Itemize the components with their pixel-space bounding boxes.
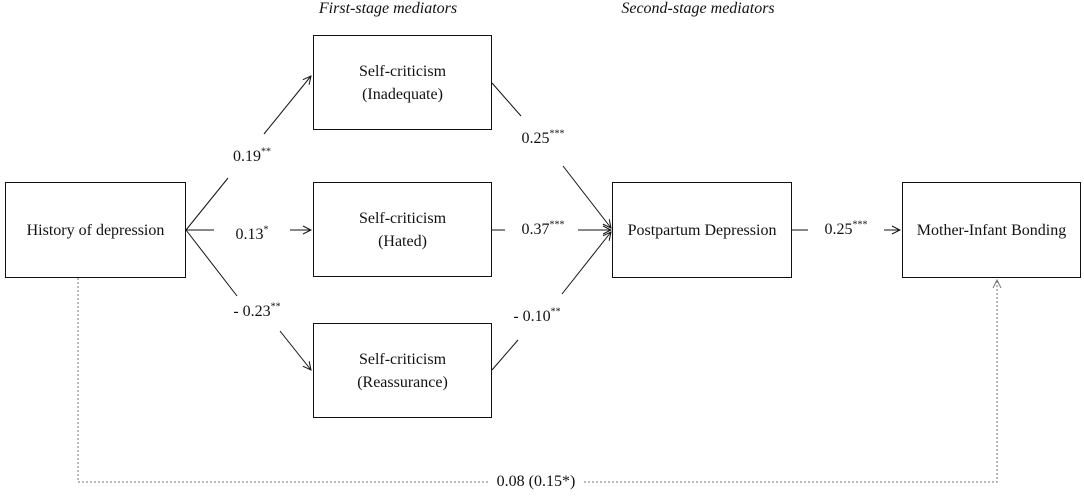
path-label-history-reassurance: - 0.23** xyxy=(230,301,284,321)
significance-stars: *** xyxy=(549,128,565,140)
node-reassurance-line1: Self-criticism xyxy=(358,350,447,368)
arrow-inadequate-to-ppd xyxy=(491,82,522,117)
path-coefficient: - 0.23 xyxy=(233,303,271,320)
path-coefficient: 0.25 xyxy=(521,130,550,147)
node-inadequate-line1: Self-criticism xyxy=(358,62,447,80)
significance-stars: * xyxy=(263,224,269,236)
path-label-reassurance-ppd: - 0.10** xyxy=(510,306,564,326)
path-coefficient: 0.13 xyxy=(235,226,264,243)
path-coefficient: 0.08 (0.15*) xyxy=(496,473,576,490)
significance-stars: ** xyxy=(261,146,271,158)
dashed-direct-path-left xyxy=(77,278,490,483)
arrow-history-to-reassurance-head xyxy=(279,330,311,370)
node-ppd-label: Postpartum Depression xyxy=(627,221,777,239)
path-coefficient: 0.25 xyxy=(824,221,853,238)
arrow-reassurance-to-ppd-head xyxy=(561,232,611,295)
path-label-history-hated: 0.13* xyxy=(232,224,272,244)
node-history-label: History of depression xyxy=(26,221,165,239)
first-stage-header: First-stage mediators xyxy=(318,0,458,17)
node-hated-line1: Self-criticism xyxy=(358,209,447,227)
path-label-inadequate-ppd: 0.25*** xyxy=(518,128,568,148)
node-inadequate-line2: (Inadequate) xyxy=(362,85,443,103)
significance-stars: *** xyxy=(549,219,565,231)
arrow-history-to-inadequate xyxy=(185,177,229,231)
significance-stars: *** xyxy=(852,219,868,231)
dashed-direct-path-right xyxy=(584,280,997,483)
second-stage-header: Second-stage mediators xyxy=(621,0,775,17)
arrow-history-to-reassurance xyxy=(185,229,238,297)
node-self-criticism-inadequate: Self-criticism (Inadequate) xyxy=(313,35,492,130)
path-label-history-inadequate: 0.19** xyxy=(230,146,274,166)
node-history-of-depression: History of depression xyxy=(5,182,186,278)
path-coefficient: 0.19 xyxy=(233,148,261,165)
node-hated-line2: (Hated) xyxy=(378,232,427,250)
node-self-criticism-hated: Self-criticism (Hated) xyxy=(313,182,492,277)
node-self-criticism-reassurance: Self-criticism (Reassurance) xyxy=(313,323,492,418)
significance-stars: ** xyxy=(550,306,561,318)
path-label-ppd-bonding: 0.25*** xyxy=(821,219,871,239)
node-postpartum-depression: Postpartum Depression xyxy=(612,182,792,278)
path-coefficient: - 0.10 xyxy=(513,308,551,325)
path-label-direct-effect: 0.08 (0.15*) xyxy=(493,473,579,491)
arrow-history-to-inadequate-head xyxy=(263,76,311,135)
significance-stars: ** xyxy=(270,301,281,313)
path-coefficient: 0.37 xyxy=(521,221,550,238)
arrow-inadequate-to-ppd-head xyxy=(562,165,611,228)
node-bonding-label: Mother-Infant Bonding xyxy=(916,221,1067,239)
arrow-reassurance-to-ppd xyxy=(491,339,519,371)
path-label-hated-ppd: 0.37*** xyxy=(518,219,568,239)
node-reassurance-line2: (Reassurance) xyxy=(357,373,448,391)
node-mother-infant-bonding: Mother-Infant Bonding xyxy=(902,182,1081,278)
